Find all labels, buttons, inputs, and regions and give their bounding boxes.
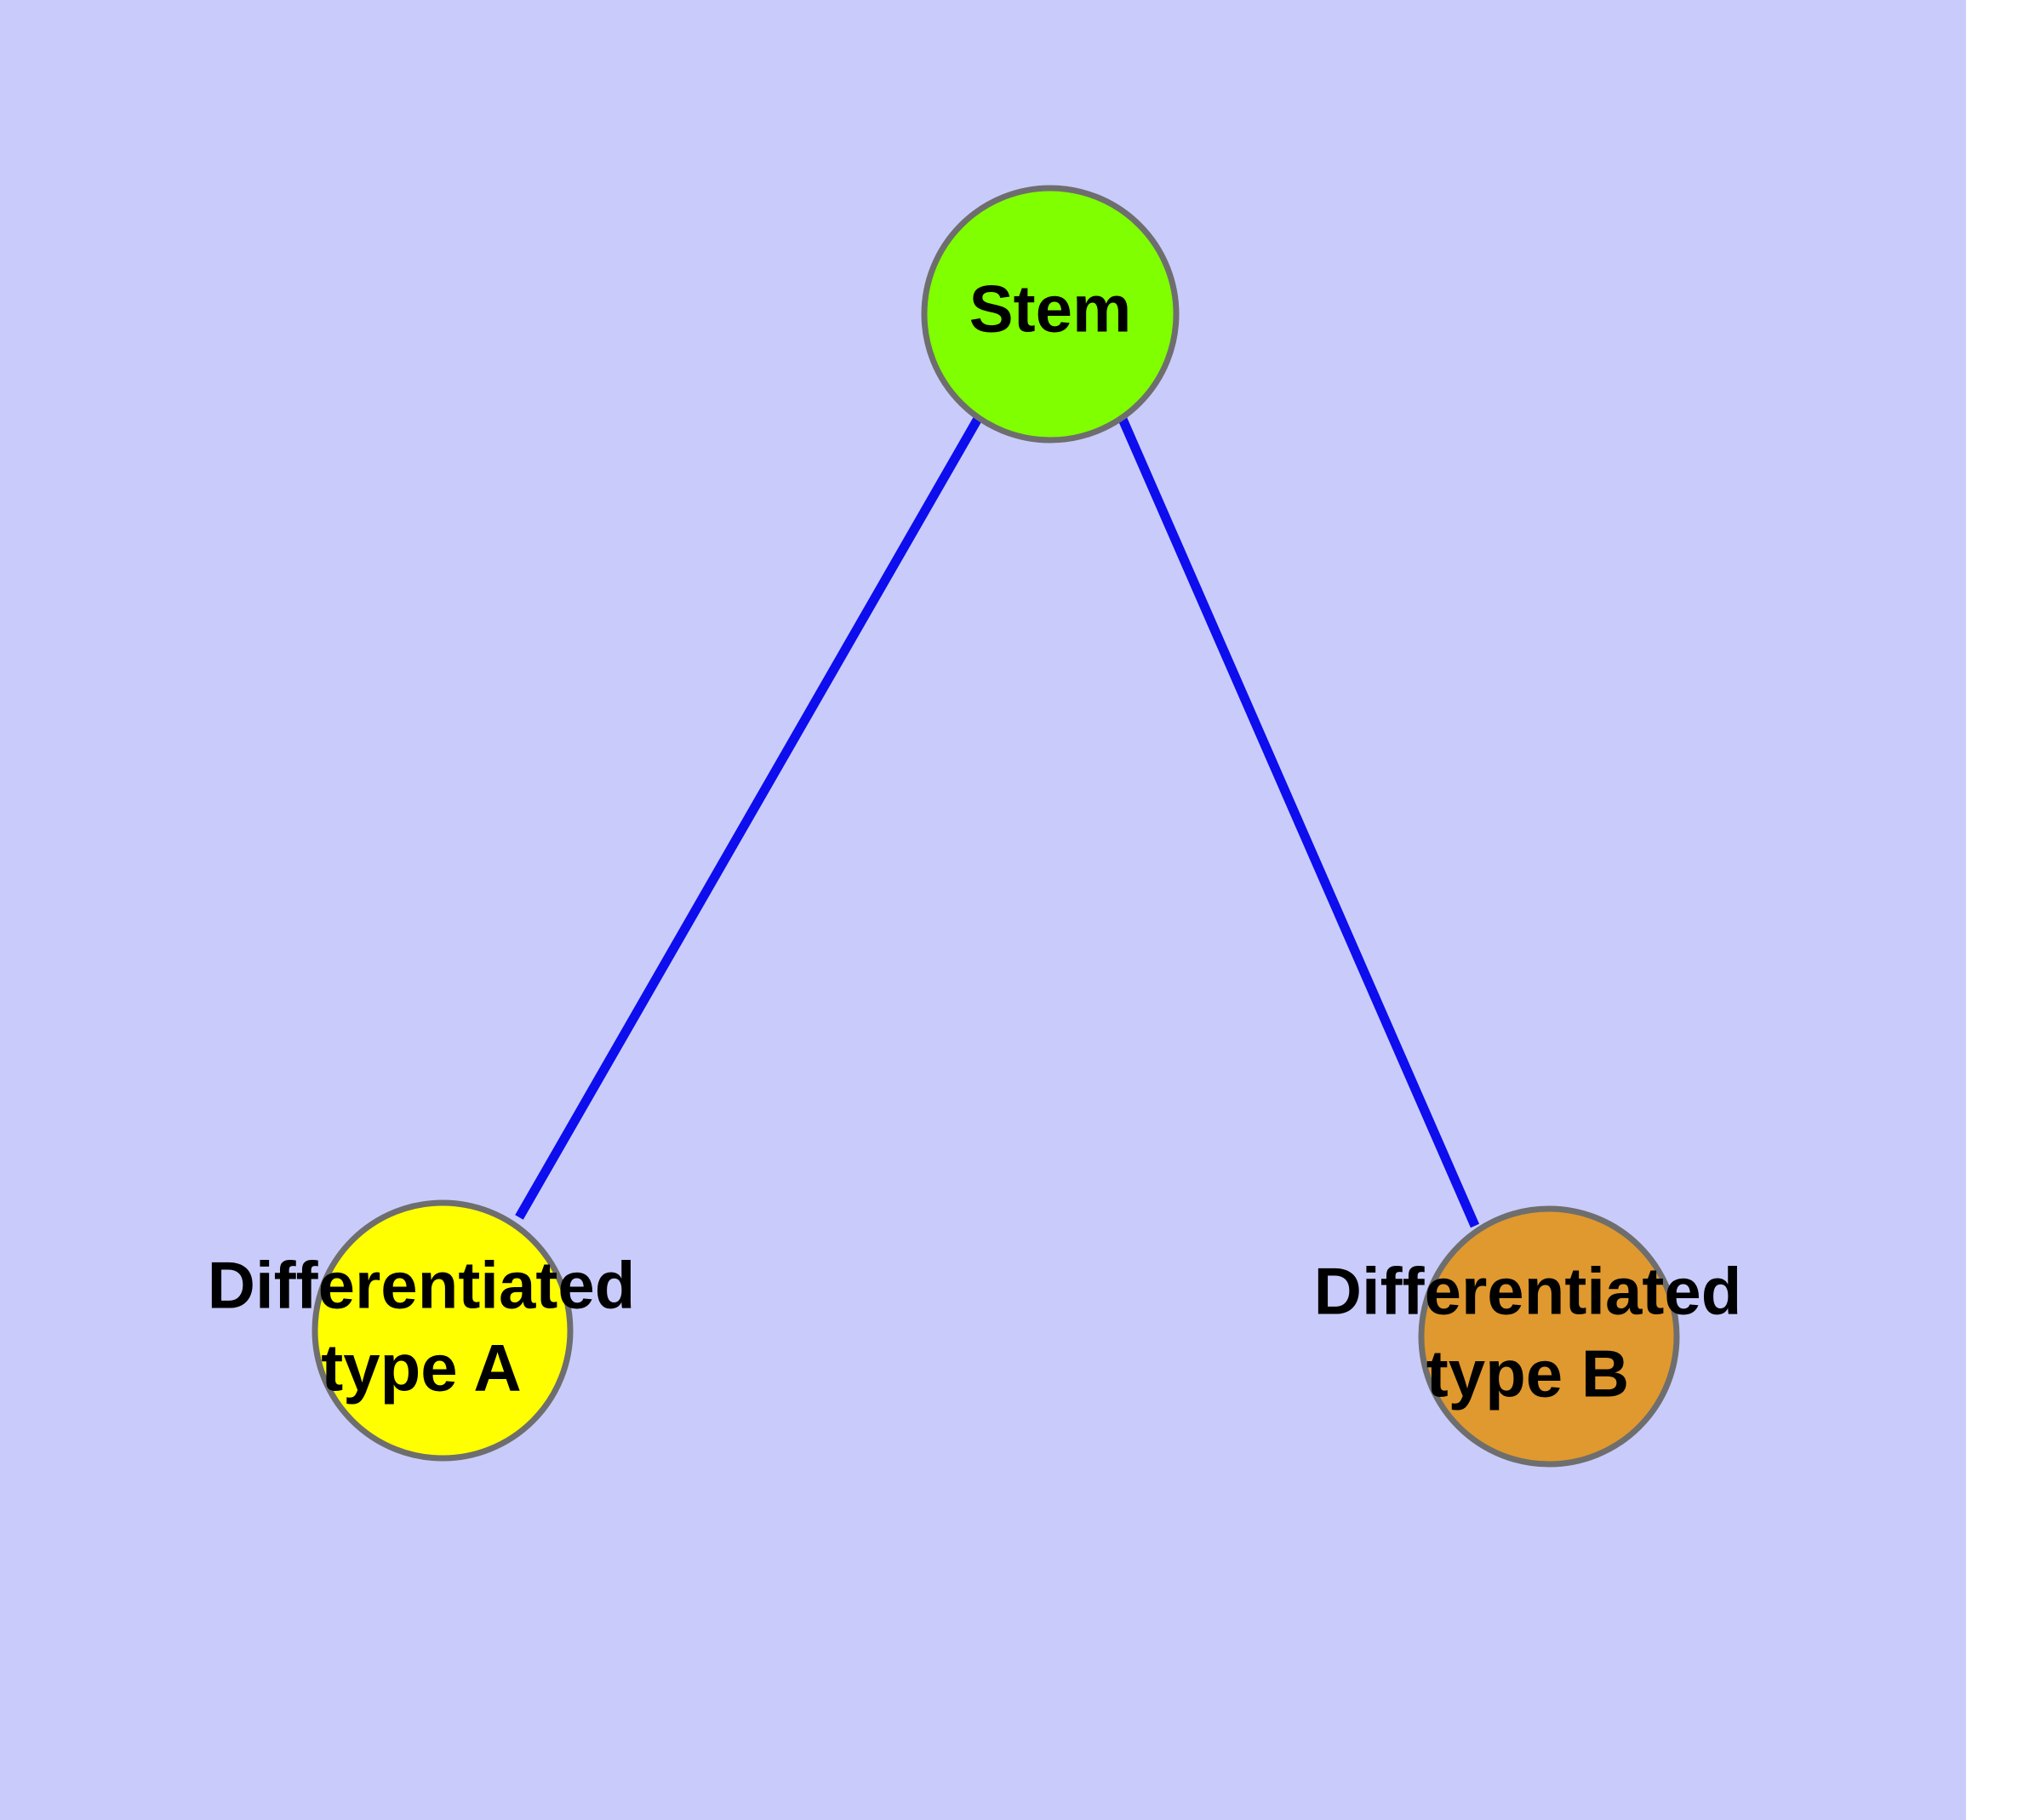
node-differentiated-type-a[interactable]: Differentiated type A [208, 1199, 636, 1462]
node-differentiated-type-a-label-line2: type A [321, 1331, 522, 1405]
node-differentiated-type-b-circle[interactable] [1418, 1205, 1680, 1468]
node-stem[interactable]: Stem [921, 185, 1180, 444]
edge-stem-to-differentiated-type-a[interactable] [515, 415, 983, 1220]
edge-stem-to-differentiated-type-b[interactable] [1117, 415, 1480, 1228]
node-layer: Stem Differentiated type A Differentiate… [208, 185, 1742, 1468]
node-differentiated-type-a-circle[interactable] [311, 1199, 574, 1462]
node-differentiated-type-a-label-line1: Differentiated [208, 1248, 636, 1323]
node-stem-label: Stem [969, 272, 1132, 346]
node-differentiated-type-b[interactable]: Differentiated type B [1314, 1205, 1742, 1468]
node-differentiated-type-b-label-line1: Differentiated [1314, 1254, 1742, 1329]
node-differentiated-type-b-label-line2: type B [1426, 1336, 1629, 1411]
edge-layer [515, 415, 1480, 1228]
node-stem-circle[interactable] [921, 185, 1180, 444]
